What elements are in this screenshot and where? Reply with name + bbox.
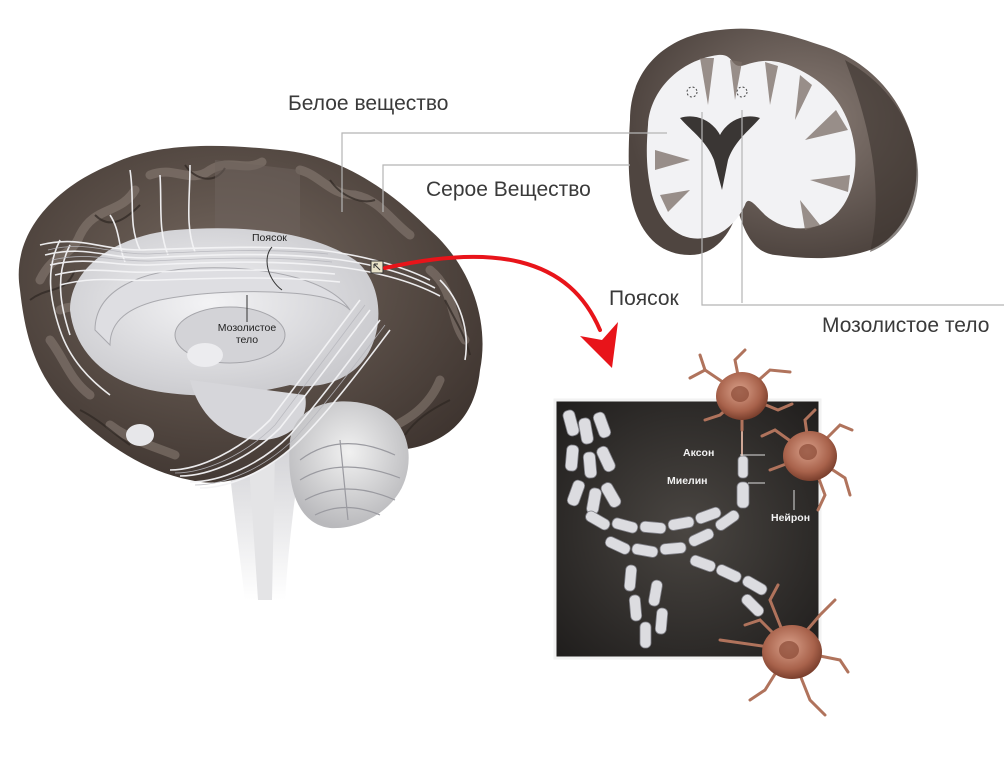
label-cingulum: Поясок [609, 287, 679, 310]
small-cingulum-leader [266, 246, 283, 291]
neuron-bodies [716, 372, 837, 679]
inset-myelin [553, 398, 822, 660]
label-small-callosum-line2: тело [235, 334, 259, 346]
coronal-section [341, 28, 1004, 306]
label-small-cingulum: Поясок [252, 232, 287, 244]
inset-frame [553, 398, 822, 660]
white-matter-leader [341, 132, 667, 212]
myelin-sheath [736, 481, 750, 509]
cerebellum [289, 401, 409, 529]
gray-matter-leader [382, 164, 630, 212]
ventricles [680, 116, 760, 190]
label-white-matter: Белое вещество [288, 92, 449, 115]
label-corpus-callosum: Мозолистое тело [822, 314, 990, 337]
label-myelin: Миелин [667, 475, 708, 487]
label-axon: Аксон [683, 447, 715, 459]
label-neuron: Нейрон [771, 512, 811, 524]
fiber-tracts [39, 164, 468, 489]
zoom-arrow [383, 254, 618, 368]
axon-segment [737, 455, 749, 479]
label-small-callosum: Мозолистое тело [212, 322, 282, 346]
neurons [688, 348, 854, 717]
cingulum-leader [701, 112, 1004, 306]
label-gray-matter: Серое Вещество [426, 178, 591, 201]
sagittal-brain [18, 145, 483, 600]
myelin-segments [562, 409, 768, 649]
label-small-callosum-line1: Мозолистое [217, 322, 277, 334]
